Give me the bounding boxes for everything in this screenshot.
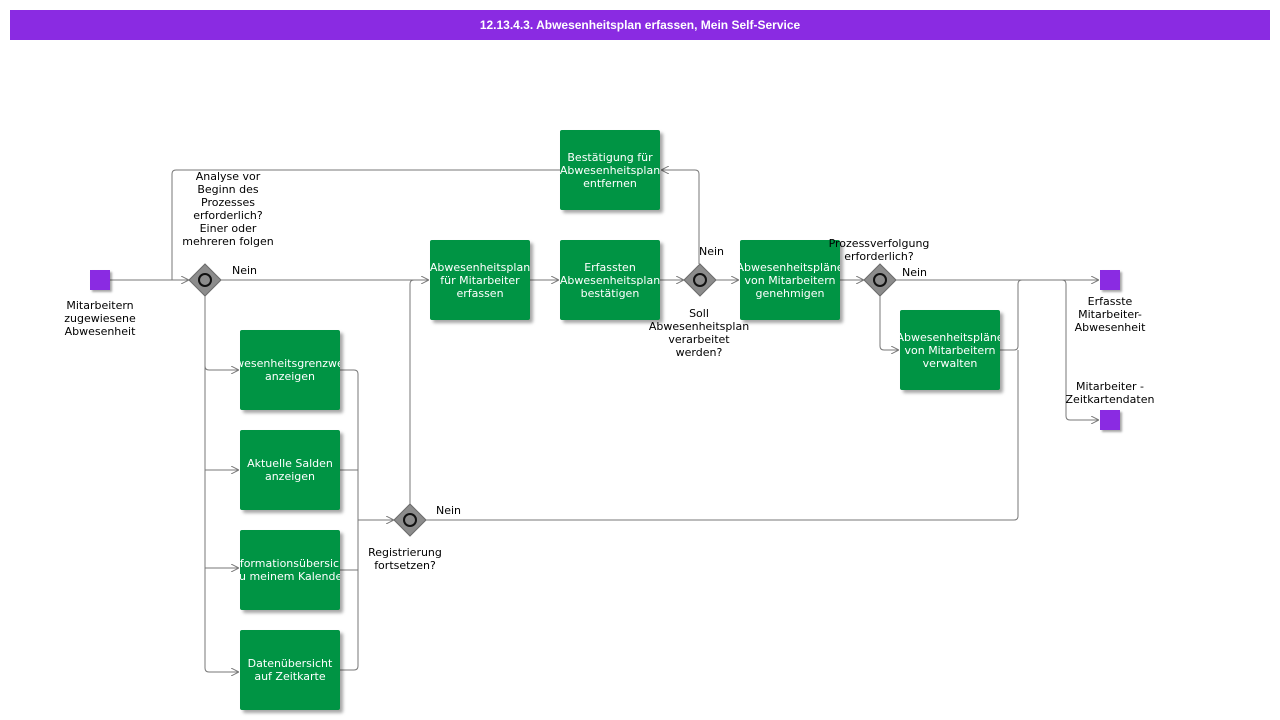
edge-label-nein-analyse: Nein (232, 264, 258, 277)
edge-grenzwerte-out (340, 369, 359, 671)
diagram-title: 12.13.4.3. Abwesenheitsplan erfassen, Me… (10, 10, 1270, 40)
end-event-erfasste[interactable] (1100, 270, 1120, 290)
task-bestaetigen[interactable]: Erfassten Abwesenheitsplan bestätigen (560, 240, 660, 320)
task-kalender[interactable]: Informationsübersicht zu meinem Kalender (240, 530, 340, 610)
edge-end2 (1061, 279, 1098, 420)
task-salden[interactable]: Aktuelle Salden anzeigen (240, 430, 340, 510)
task-grenzwerte[interactable]: Abwesenheitsgrenzwerte anzeigen (240, 330, 340, 410)
gateway-analyse-label: Analyse vor Beginn des Prozesses erforde… (182, 170, 274, 248)
edge-label-nein-soll: Nein (699, 245, 725, 258)
edge-prozess-verwalten (879, 296, 898, 350)
start-event-label: Mitarbeitern zugewiesene Abwesenheit (64, 299, 136, 338)
edge-label-nein-prozess: Nein (902, 266, 928, 279)
task-zeitkarte[interactable]: Datenübersicht auf Zeitkarte (240, 630, 340, 710)
edge-entfernen-loop (171, 169, 560, 280)
gateway-soll-label: Soll Abwesenheitsplan verarbeitet werden… (648, 307, 750, 359)
edge-to-grenzwerte (204, 365, 238, 370)
edge-analyse-down (204, 296, 210, 673)
task-erfassen[interactable]: Abwesenheitsplan für Mitarbeiter erfasse… (430, 240, 530, 320)
start-event[interactable] (90, 270, 110, 290)
end-event-zeitkarten[interactable] (1100, 410, 1120, 430)
task-entfernen[interactable]: Bestätigung für Abwesenheitsplan entfern… (560, 130, 660, 210)
edge-registrierung-erfassen (409, 279, 415, 504)
gateway-soll-icon (683, 263, 717, 297)
end-event-erfasste-label: Erfasste Mitarbeiter- Abwesenheit (1074, 295, 1146, 334)
task-genehmigen[interactable]: Abwesenheitspläne von Mitarbeitern geneh… (740, 240, 840, 320)
gateway-registrierung-icon (393, 503, 427, 537)
end-event-zeitkarten-label: Mitarbeiter - Zeitkartendaten (1065, 380, 1155, 406)
edge-registrierung-nein (426, 350, 1019, 521)
gateway-prozess-icon (863, 263, 897, 297)
gateway-registrierung-label: Registrierung fortsetzen? (368, 546, 442, 572)
gateway-prozess-label: Prozessverfolgung erforderlich? (828, 237, 930, 263)
edge-verwalten-end (1000, 279, 1023, 351)
edge-soll-entfernen (662, 170, 700, 264)
gateway-analyse-icon (188, 263, 222, 297)
edge-label-nein-registrierung: Nein (436, 504, 462, 517)
task-verwalten[interactable]: Abwesenheitspläne von Mitarbeitern verwa… (900, 310, 1000, 390)
